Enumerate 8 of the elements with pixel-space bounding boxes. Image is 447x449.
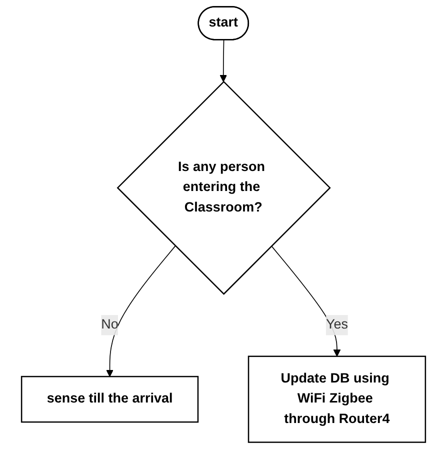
arrow [106, 246, 176, 377]
node-box: sense till the arrival [20, 376, 199, 423]
node-diamond: Is any person entering the Classroom? [116, 80, 331, 295]
node-box: Update DB using WiFi Zigbee through Router4 [248, 356, 426, 443]
edge-label: No [101, 318, 118, 332]
edge-label: Yes [326, 318, 348, 332]
arrow [220, 40, 228, 82]
arrow [271, 246, 341, 357]
